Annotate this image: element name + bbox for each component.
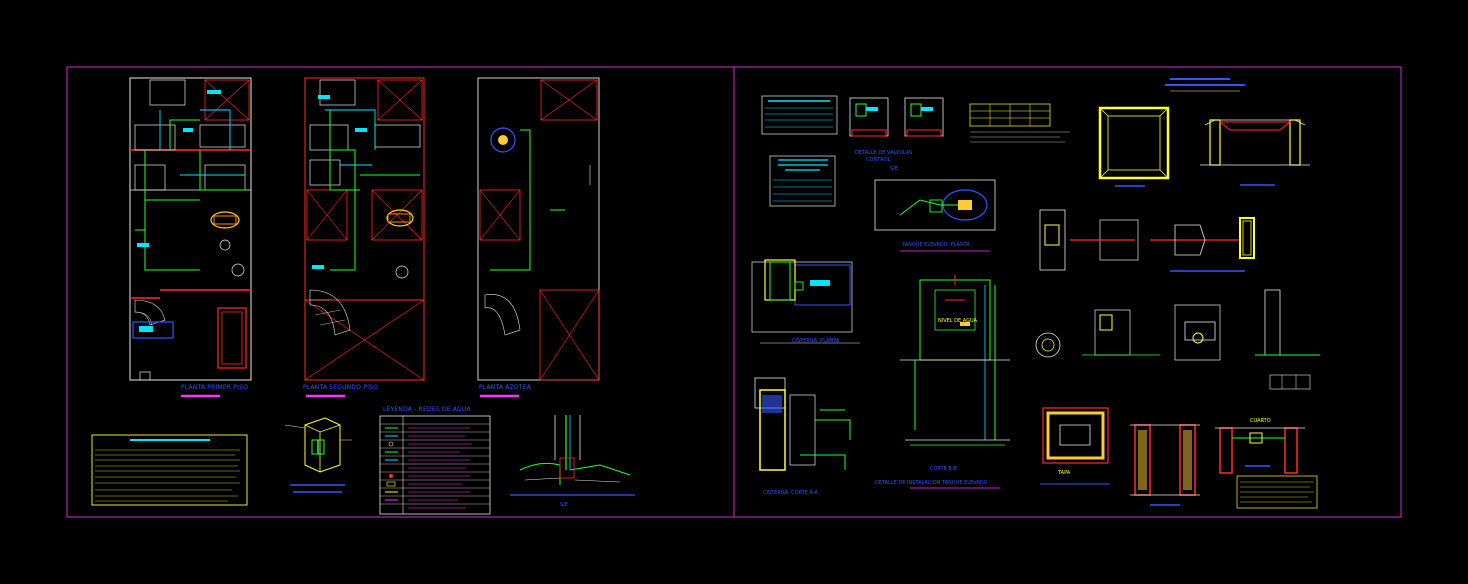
valve-detail: DETALLE DE VALVULAS CONTROL S/E	[849, 97, 944, 172]
legend-title: LEYENDA - REDES DE AGUA	[383, 406, 472, 413]
tapa-label: TAPA	[1057, 470, 1071, 476]
tank-icon	[490, 127, 516, 153]
sheet2-title-block	[1165, 78, 1245, 92]
valve-box-isometric	[284, 417, 352, 493]
manhole-plan	[1098, 106, 1170, 187]
cistern-section: CISTERNA: CORTE A-A	[754, 377, 851, 496]
tank-level-label: NIVEL DE AGUA	[938, 318, 978, 324]
sheet2-notes	[1236, 475, 1318, 509]
water-legend: LEYENDA - REDES DE AGUA	[379, 406, 491, 515]
tank-plan: TANQUE ELEVADO: PLANTA	[874, 179, 996, 252]
tank-section: NIVEL DE AGUA CORTE B-B DETALLE DE INSTA…	[875, 275, 1010, 489]
plan1-title: PLANTA PRIMER PISO	[181, 384, 248, 391]
pipe-riser-detail: S/E	[510, 415, 635, 508]
manhole-section	[1200, 119, 1310, 186]
cistern-plan-title: CISTERNA: PLANTA	[792, 338, 840, 344]
floor-plan-1	[129, 77, 252, 381]
valve-title-2: CONTROL	[866, 157, 891, 163]
cistern-section-title: CISTERNA: CORTE A-A	[763, 490, 819, 496]
floor-plan-3	[477, 77, 600, 381]
tank-specs-box	[769, 155, 836, 207]
tapa-detail: TAPA	[1040, 407, 1110, 485]
notes-box	[91, 434, 248, 506]
plan2-title: PLANTA SEGUNDO PISO	[303, 384, 378, 391]
valve-icon	[855, 103, 922, 117]
stair-icon	[134, 299, 166, 326]
sheet-borders	[66, 66, 1402, 518]
detail-scale: S/E	[560, 502, 568, 508]
valve-title-1: DETALLE DE VALVULAS	[855, 150, 912, 156]
section-title-1: CORTE B-B	[930, 466, 957, 472]
valve-scale: S/E	[890, 166, 898, 172]
cuarto-label: CUARTO	[1250, 418, 1271, 424]
cistern-specs-box	[761, 95, 838, 135]
cistern-plan: CISTERNA: PLANTA	[751, 259, 860, 344]
tank-plan-title: TANQUE ELEVADO: PLANTA	[901, 242, 971, 248]
misc-details	[1035, 289, 1320, 390]
floor-plan-2	[304, 77, 425, 381]
section-title-2: DETALLE DE INSTALACION TANQUE ELEVADO	[875, 480, 988, 486]
chamber-section	[1130, 424, 1200, 506]
plan3-title: PLANTA AZOTEA	[479, 384, 532, 391]
pipe-table	[969, 103, 1070, 143]
stair-icon	[309, 289, 351, 336]
fixture-details	[1039, 209, 1255, 272]
chamber-section-2: CUARTO	[1215, 418, 1305, 474]
stair-icon	[484, 294, 521, 336]
